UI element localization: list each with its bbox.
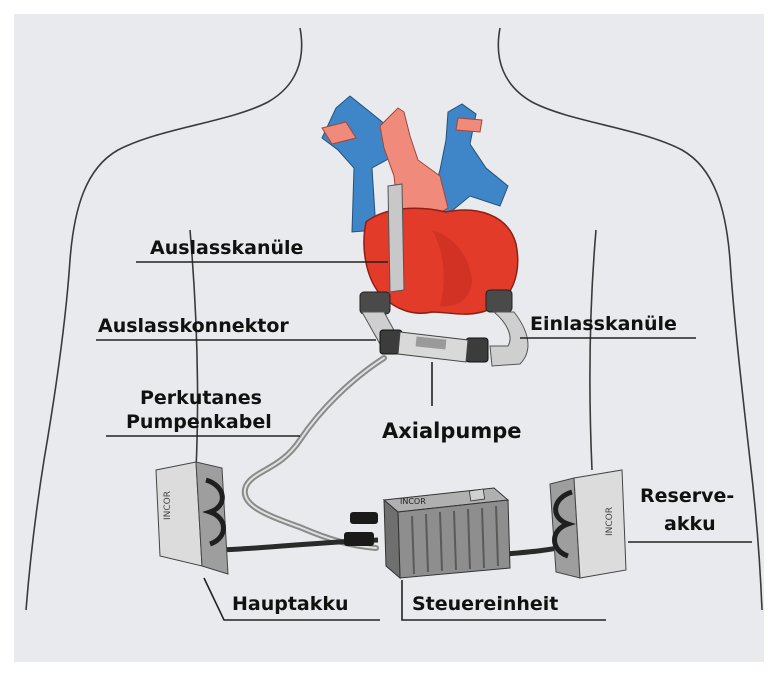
controller-plug-left [344,532,374,546]
controller-brand-text: INCOR [400,497,426,506]
main-battery-brand-text: INCOR [163,491,173,520]
label-auslasskanuele: Auslasskanüle [150,237,303,259]
label-auslasskonnektor: Auslasskonnektor [98,315,289,337]
label-reserve-line2: akku [664,513,716,535]
right-arm-inner-outline [590,230,596,470]
heart-illustration [322,96,518,314]
controller-left-side [384,500,400,578]
label-einlasskanuele: Einlasskanüle [530,313,677,335]
reserve-battery-front [574,470,626,578]
inlet-cannula-tube [490,312,528,366]
outlet-cannula-tube [388,184,404,292]
inlet-connector-top [486,290,512,312]
main-battery: INCOR [156,462,228,574]
controller-plug-left-2 [350,512,378,524]
left-arm-inner-outline [190,230,198,470]
pump-connector-right [466,338,488,362]
vena-cava-vessel [322,96,392,232]
label-perkutanes-line1: Perkutanes [140,387,262,409]
controller-unit: INCOR [384,488,510,578]
label-perkutanes-line2: Pumpenkabel [126,411,272,433]
label-axialpumpe: Axialpumpe [382,419,522,443]
reserve-battery: INCOR [550,470,626,578]
reserve-battery-brand-text: INCOR [605,507,615,536]
aorta-arch-branch-right [456,118,482,132]
label-hauptakku: Hauptakku [232,593,349,615]
label-reserve-line1: Reserve- [640,485,734,507]
outlet-connector-top [360,292,390,314]
label-steuereinheit: Steuereinheit [412,593,558,615]
controller-display-icon [469,489,484,501]
